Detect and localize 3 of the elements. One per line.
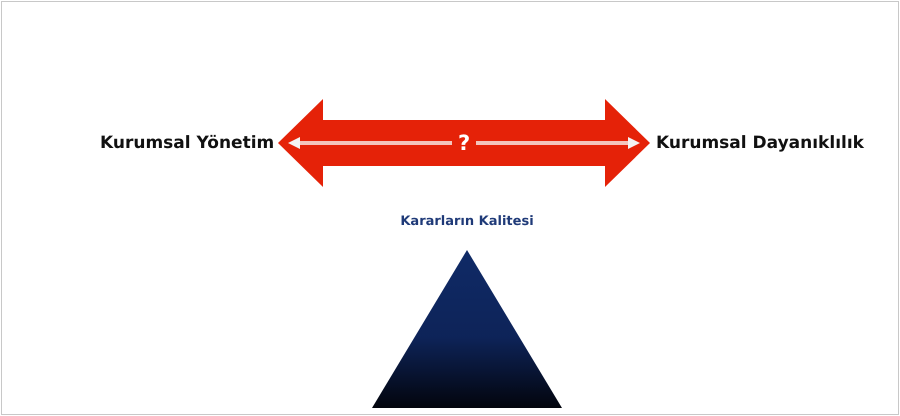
concept-label: Kurumsal Dayanıklılık bbox=[656, 133, 864, 153]
pyramid-heading: Kararların Kalitesi bbox=[399, 214, 535, 229]
concept-label: Kurumsal Yönetim bbox=[100, 133, 274, 153]
